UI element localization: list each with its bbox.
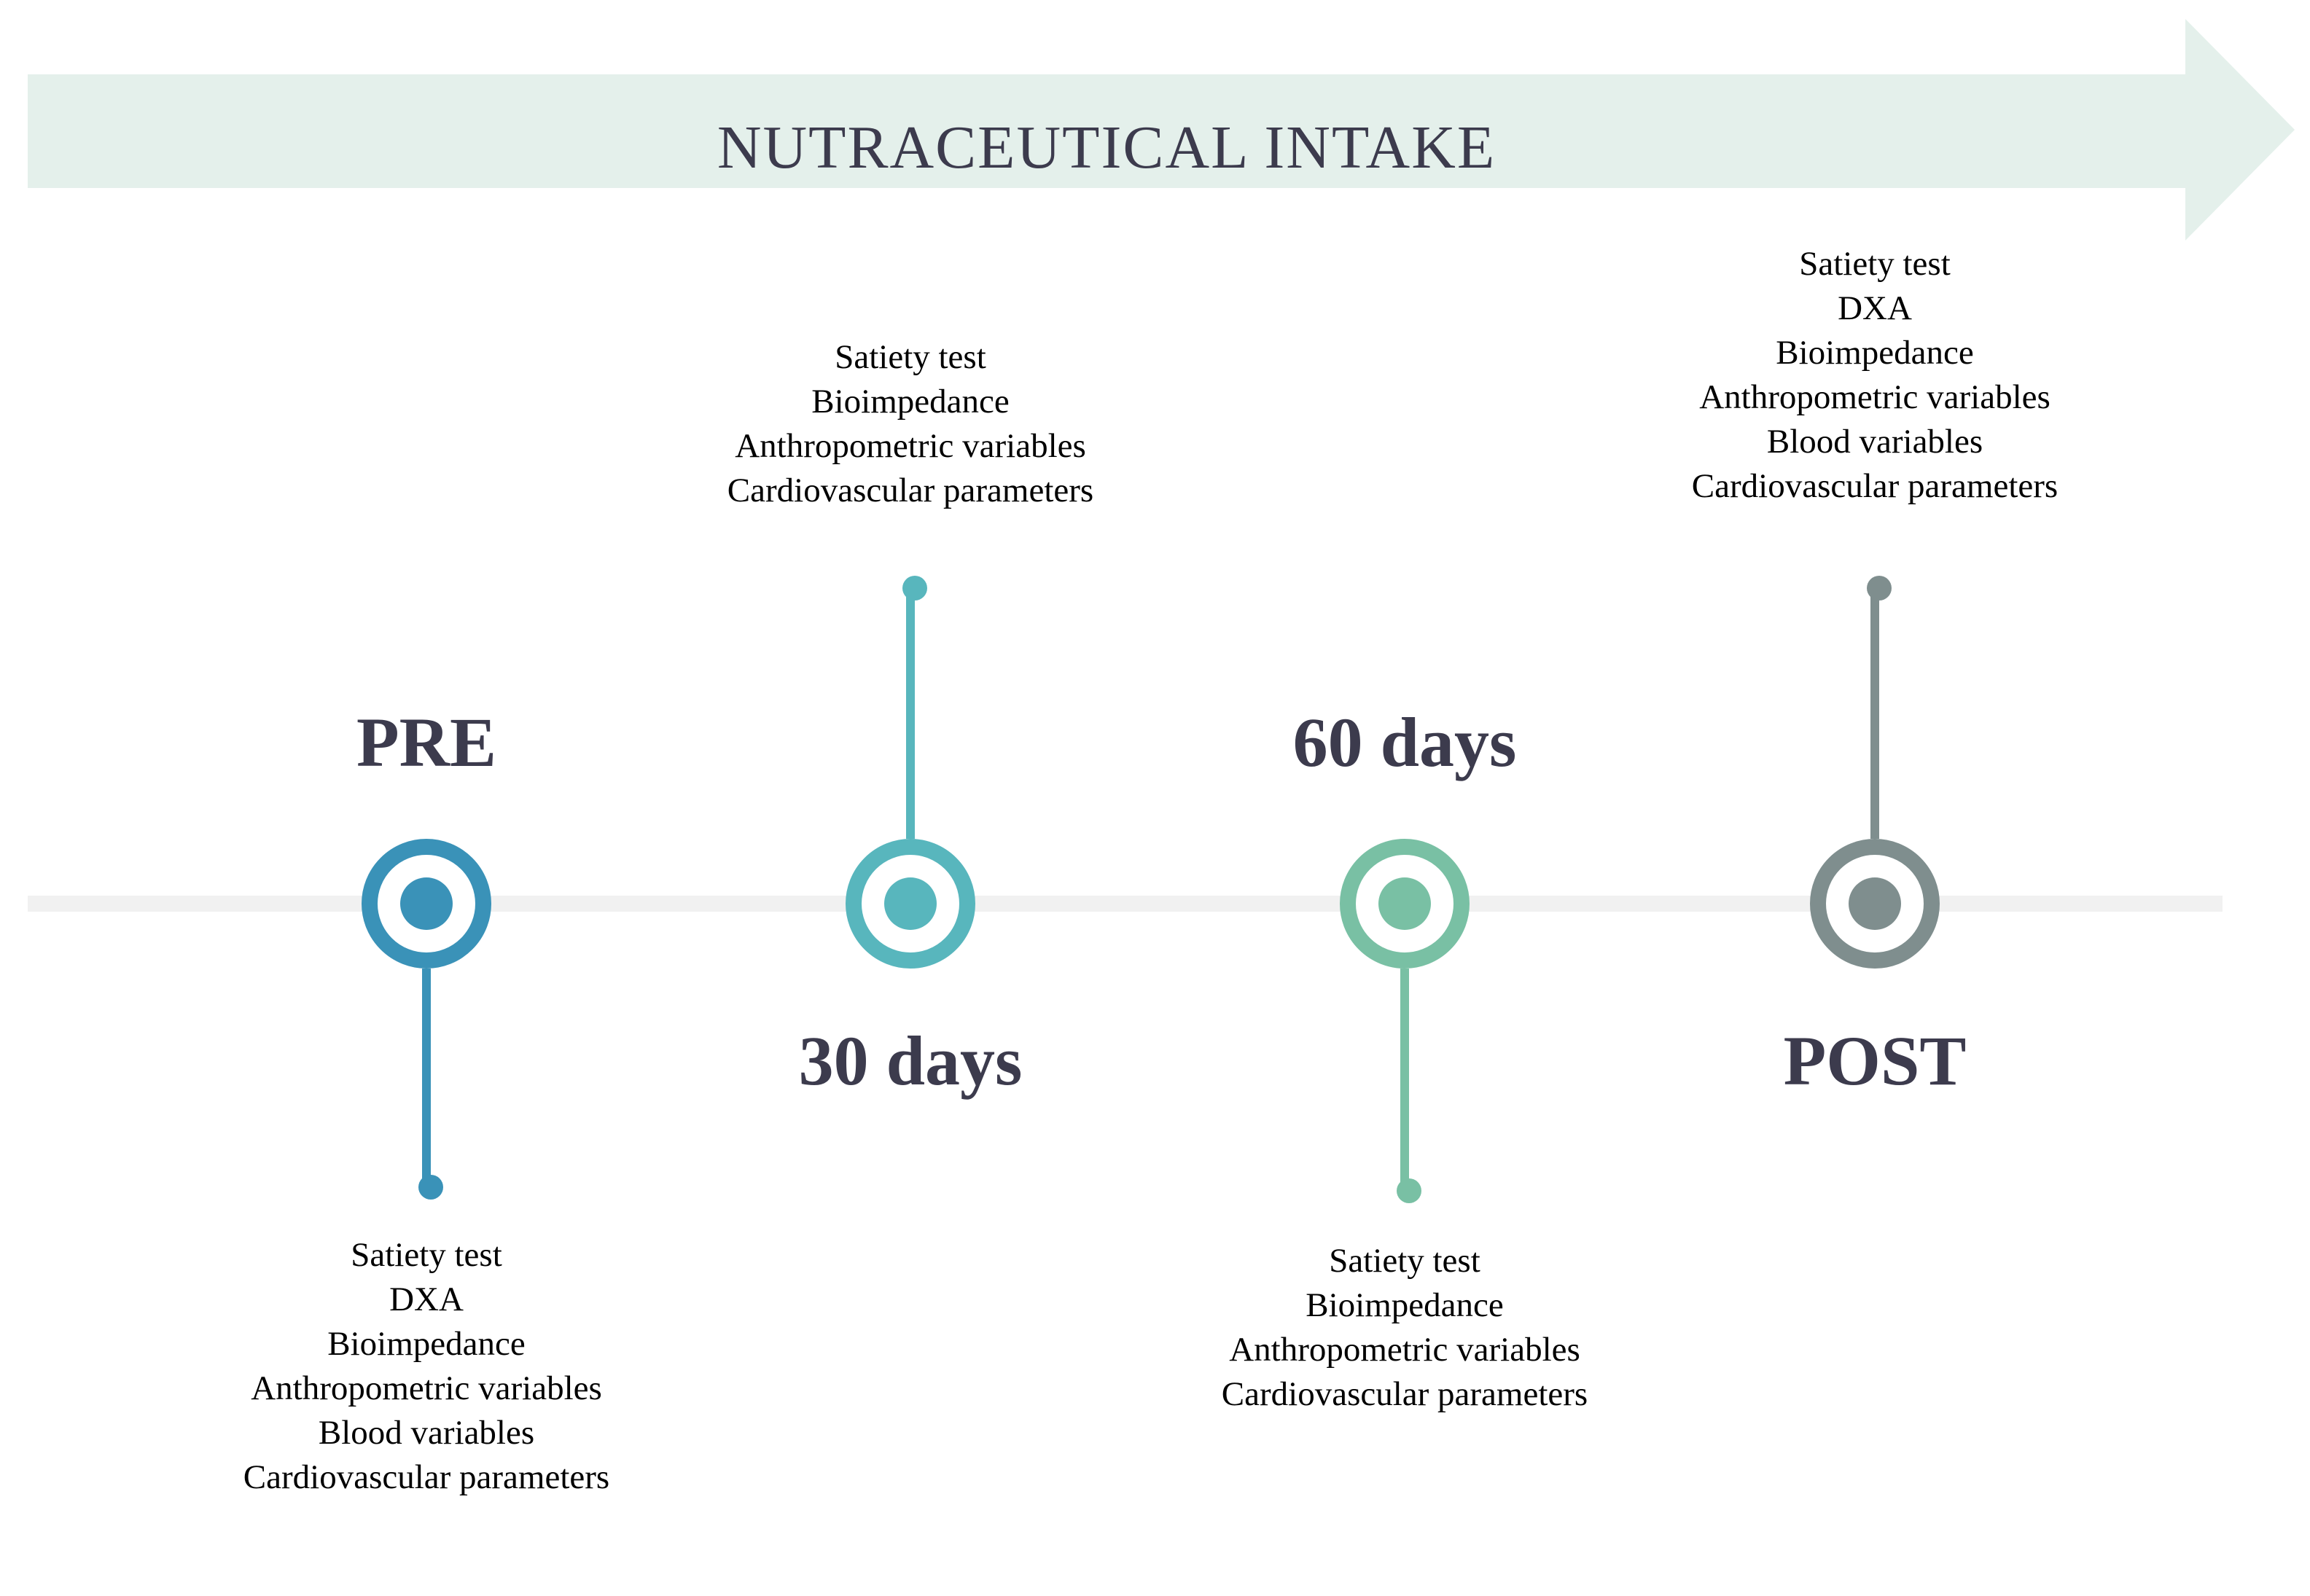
arrow-banner-shape [28, 19, 2295, 240]
measure-item: Satiety test [835, 338, 986, 376]
measure-item: DXA [389, 1280, 464, 1319]
timeline-baseline [28, 896, 2223, 912]
connector-endpoint-dot-pre [418, 1175, 443, 1200]
measure-item: Satiety test [1799, 245, 1951, 283]
milestone-marker-day60[interactable] [1340, 839, 1470, 969]
nutraceutical-intake-arrow-banner: NUTRACEUTICAL INTAKE [28, 16, 2296, 243]
measure-item: Cardiovascular parameters [1221, 1375, 1588, 1414]
measure-item: Anthropometric variables [735, 427, 1086, 466]
measure-list-day60: Satiety test Bioimpedance Anthropometric… [1222, 1239, 1588, 1417]
measure-item: Anthropometric variables [1699, 378, 2050, 417]
connector-stem-day60 [1400, 969, 1409, 1191]
banner-title: NUTRACEUTICAL INTAKE [717, 113, 1497, 181]
measure-list-day30: Satiety test Bioimpedance Anthropometric… [727, 335, 1093, 513]
measure-item: Cardiovascular parameters [1691, 467, 2059, 506]
connector-stem-pre [422, 969, 431, 1187]
measure-item: Bioimpedance [327, 1325, 526, 1364]
milestone-marker-post[interactable] [1810, 839, 1940, 969]
measure-item: Bioimpedance [811, 383, 1010, 421]
measure-item: Satiety test [1329, 1242, 1480, 1280]
measure-item: Cardiovascular parameters [243, 1458, 610, 1497]
period-label-day30: 30 days [798, 1022, 1023, 1100]
measure-item: Anthropometric variables [251, 1369, 602, 1408]
milestone-marker-day30[interactable] [846, 839, 975, 969]
measure-item: Bioimpedance [1776, 334, 1974, 372]
measure-list-post: Satiety test DXA Bioimpedance Anthropome… [1692, 242, 2058, 509]
measure-item: Satiety test [351, 1236, 502, 1274]
connector-stem-day30 [906, 587, 915, 839]
measure-item: Blood variables [318, 1414, 535, 1452]
period-label-pre: PRE [356, 703, 496, 781]
measure-list-pre: Satiety test DXA Bioimpedance Anthropome… [243, 1233, 609, 1501]
milestone-marker-core-pre [400, 877, 453, 930]
milestone-marker-pre[interactable] [362, 839, 491, 969]
period-label-post: POST [1783, 1022, 1967, 1100]
connector-endpoint-dot-day60 [1397, 1178, 1421, 1203]
milestone-marker-core-post [1849, 877, 1901, 930]
milestone-marker-core-day60 [1378, 877, 1431, 930]
measure-item: DXA [1838, 289, 1912, 328]
connector-stem-post [1870, 587, 1879, 839]
measure-item: Blood variables [1766, 423, 1983, 461]
period-label-day60: 60 days [1292, 703, 1517, 781]
milestone-marker-core-day30 [884, 877, 937, 930]
measure-item: Anthropometric variables [1229, 1331, 1580, 1369]
measure-item: Cardiovascular parameters [727, 472, 1094, 510]
measure-item: Bioimpedance [1306, 1286, 1504, 1325]
